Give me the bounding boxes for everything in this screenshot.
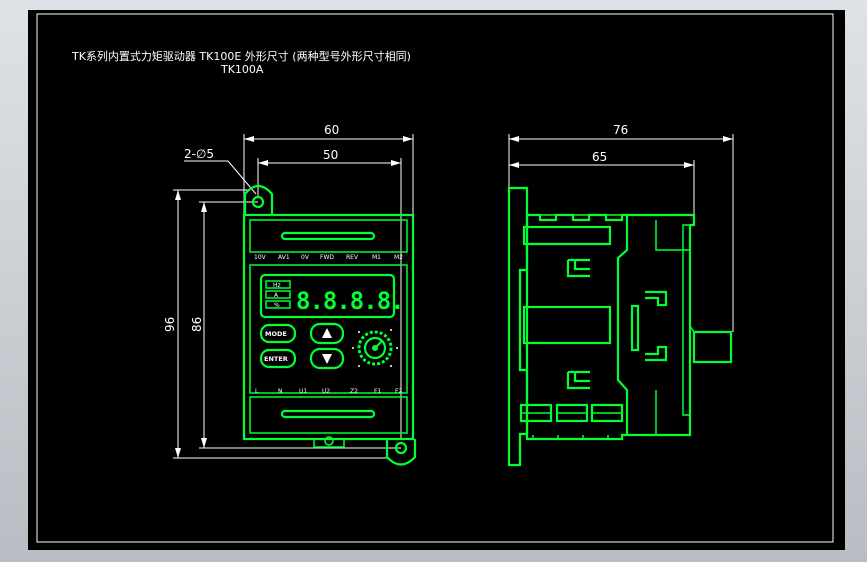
drawing-title: TK系列内置式力矩驱动器 TK100E 外形尺寸 (两种型号外形尺寸相同): [71, 49, 411, 63]
drawing-border: [36, 13, 834, 543]
led-display: [259, 273, 396, 319]
down-arrow-icon: [322, 354, 332, 364]
drawing-svg: TK系列内置式力矩驱动器 TK100E 外形尺寸 (两种型号外形尺寸相同) TK…: [36, 13, 834, 543]
dim-front-width-60: 60: [324, 123, 339, 137]
mount-hole-bottom: [394, 441, 408, 455]
enter-button-label: ENTER: [264, 355, 288, 363]
terminal-label-bottom: U1: [299, 388, 307, 395]
terminal-label-top: REV: [346, 254, 359, 261]
dim-front-width-50: 50: [323, 148, 338, 162]
terminal-label-bottom: Z2: [350, 388, 358, 395]
drawing-canvas: TK系列内置式力矩驱动器 TK100E 外形尺寸 (两种型号外形尺寸相同) TK…: [28, 10, 845, 550]
terminal-label-bottom: L: [255, 388, 259, 395]
down-button[interactable]: [309, 347, 345, 370]
indicator-hz: Hz: [273, 282, 281, 289]
bottom-terminal-labels: L N U1 U2 Z2 F1 F2: [255, 388, 402, 395]
mode-button[interactable]: [259, 323, 297, 344]
up-arrow-icon: [322, 328, 332, 338]
terminal-label-top: 0V: [301, 254, 310, 261]
terminal-label-bottom: F2: [395, 388, 402, 395]
terminal-label-top: AV1: [278, 254, 290, 261]
terminal-label-top: FWD: [320, 254, 334, 261]
indicator-percent: %: [274, 302, 280, 309]
indicator-amp: A: [274, 292, 279, 299]
dim-hole-note: 2-∅5: [184, 147, 214, 161]
up-button[interactable]: [309, 322, 345, 345]
dim-front-height-96: 96: [163, 317, 177, 332]
dim-side-width-76: 76: [613, 123, 628, 137]
terminal-label-bottom: F1: [374, 388, 381, 395]
mount-hole-top: [251, 195, 265, 209]
terminal-label-top: M1: [372, 254, 381, 261]
dim-front-height-86: 86: [190, 317, 204, 332]
seven-segment-digits: 8.8.8.8.: [296, 287, 404, 315]
dim-side-width-65: 65: [592, 150, 607, 164]
terminal-label-top: M2: [394, 254, 403, 261]
terminal-label-top: 10V: [254, 254, 267, 261]
speed-knob[interactable]: [352, 329, 398, 367]
front-view: 60 50 2-∅5 96: [163, 123, 417, 466]
side-view: 76 65: [507, 123, 734, 467]
terminal-label-bottom: U2: [322, 388, 330, 395]
top-terminal-labels: 10V AV1 0V FWD REV M1 M2: [254, 254, 403, 261]
enter-button[interactable]: [259, 348, 297, 369]
drawing-subtitle: TK100A: [220, 63, 264, 76]
keypad-panel: [249, 264, 408, 394]
front-body: [242, 213, 415, 441]
mode-button-label: MODE: [265, 330, 287, 338]
pot-shaft: [692, 330, 733, 364]
terminal-label-bottom: N: [278, 388, 283, 395]
